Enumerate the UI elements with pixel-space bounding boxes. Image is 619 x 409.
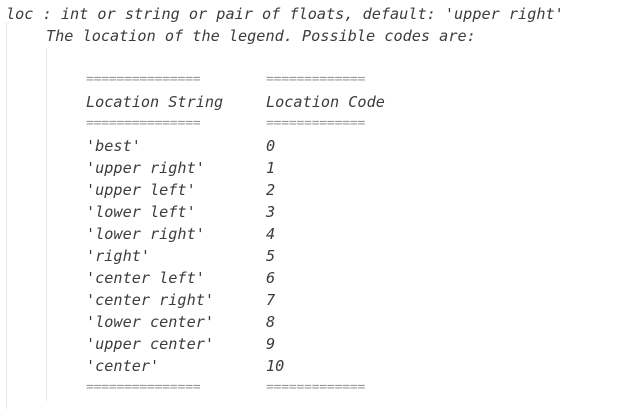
table-cell-location-string: 'lower right' (86, 225, 205, 243)
table-cell-location-code: 2 (266, 181, 276, 199)
table-rule: ============= (266, 380, 366, 395)
param-signature: loc : int or string or pair of floats, d… (6, 5, 564, 23)
table-cell-location-code: 7 (266, 291, 276, 309)
table-cell-location-code: 8 (266, 313, 276, 331)
column-header-location-code: Location Code (266, 93, 385, 111)
table-cell-location-string: 'center right' (86, 291, 215, 309)
table-cell-location-string: 'upper right' (86, 159, 205, 177)
table-cell-location-string: 'best' (86, 137, 141, 155)
table-rule: =============== (86, 72, 201, 87)
table-cell-location-string: 'lower left' (86, 203, 196, 221)
table-cell-location-code: 1 (266, 159, 276, 177)
table-cell-location-string: 'center' (86, 357, 160, 375)
table-rule: ============= (266, 116, 366, 131)
table-cell-location-string: 'upper left' (86, 181, 196, 199)
table-rule: =============== (86, 380, 201, 395)
table-cell-location-code: 3 (266, 203, 276, 221)
indent-guide (6, 22, 7, 409)
table-cell-location-string: 'center left' (86, 269, 205, 287)
table-cell-location-code: 9 (266, 335, 276, 353)
table-cell-location-code: 0 (266, 137, 276, 155)
table-cell-location-code: 10 (266, 357, 285, 375)
table-cell-location-code: 6 (266, 269, 276, 287)
column-header-location-string: Location String (86, 93, 224, 111)
table-cell-location-string: 'upper center' (86, 335, 215, 353)
table-rule: ============= (266, 72, 366, 87)
table-cell-location-code: 5 (266, 247, 276, 265)
table-cell-location-string: 'lower center' (86, 313, 215, 331)
table-cell-location-string: 'right' (86, 247, 151, 265)
table-rule: =============== (86, 116, 201, 131)
param-description: The location of the legend. Possible cod… (46, 27, 476, 45)
table-cell-location-code: 4 (266, 225, 276, 243)
indent-guide (46, 48, 47, 401)
